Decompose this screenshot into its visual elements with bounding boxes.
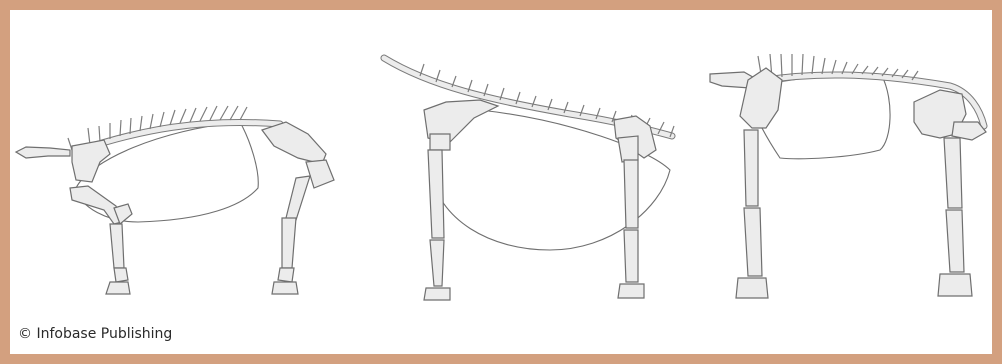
- foreleg-lower-right: [744, 208, 762, 276]
- foreleg-upper-middle: [428, 150, 444, 238]
- rear-upper-leg-middle: [624, 160, 638, 228]
- copyright-credit: © Infobase Publishing: [18, 326, 172, 342]
- fore-toes-left: [272, 282, 298, 294]
- fore-lower-leg-left: [282, 218, 296, 268]
- hip-ring-right: [952, 122, 986, 140]
- rear-toes-middle: [618, 284, 644, 298]
- rear-lower-leg-right: [946, 210, 964, 272]
- skeleton-left: [16, 106, 334, 294]
- foreleg-lower-middle: [430, 240, 444, 286]
- humerus-middle: [430, 134, 450, 150]
- fore-toes-middle: [424, 288, 450, 300]
- rear-toes-right: [938, 274, 972, 296]
- rear-foot-left: [114, 268, 128, 282]
- fore-foot-left: [278, 268, 294, 282]
- foreleg-left: [286, 176, 310, 220]
- rear-lower-leg-left: [110, 224, 124, 268]
- tail-left: [16, 147, 70, 158]
- foreleg-upper-right: [744, 130, 758, 206]
- rear-upper-leg-right: [944, 138, 962, 208]
- rear-lower-leg-middle: [624, 230, 638, 282]
- femur-left: [70, 186, 122, 224]
- rear-toes-left: [106, 282, 130, 294]
- scapula-left: [262, 122, 326, 164]
- skeleton-comparison-figure: [10, 10, 992, 354]
- femur-middle: [618, 136, 638, 162]
- fore-toes-right: [736, 278, 768, 298]
- skeleton-right: [710, 54, 986, 298]
- humerus-left: [306, 160, 334, 188]
- skeleton-middle: [384, 58, 674, 300]
